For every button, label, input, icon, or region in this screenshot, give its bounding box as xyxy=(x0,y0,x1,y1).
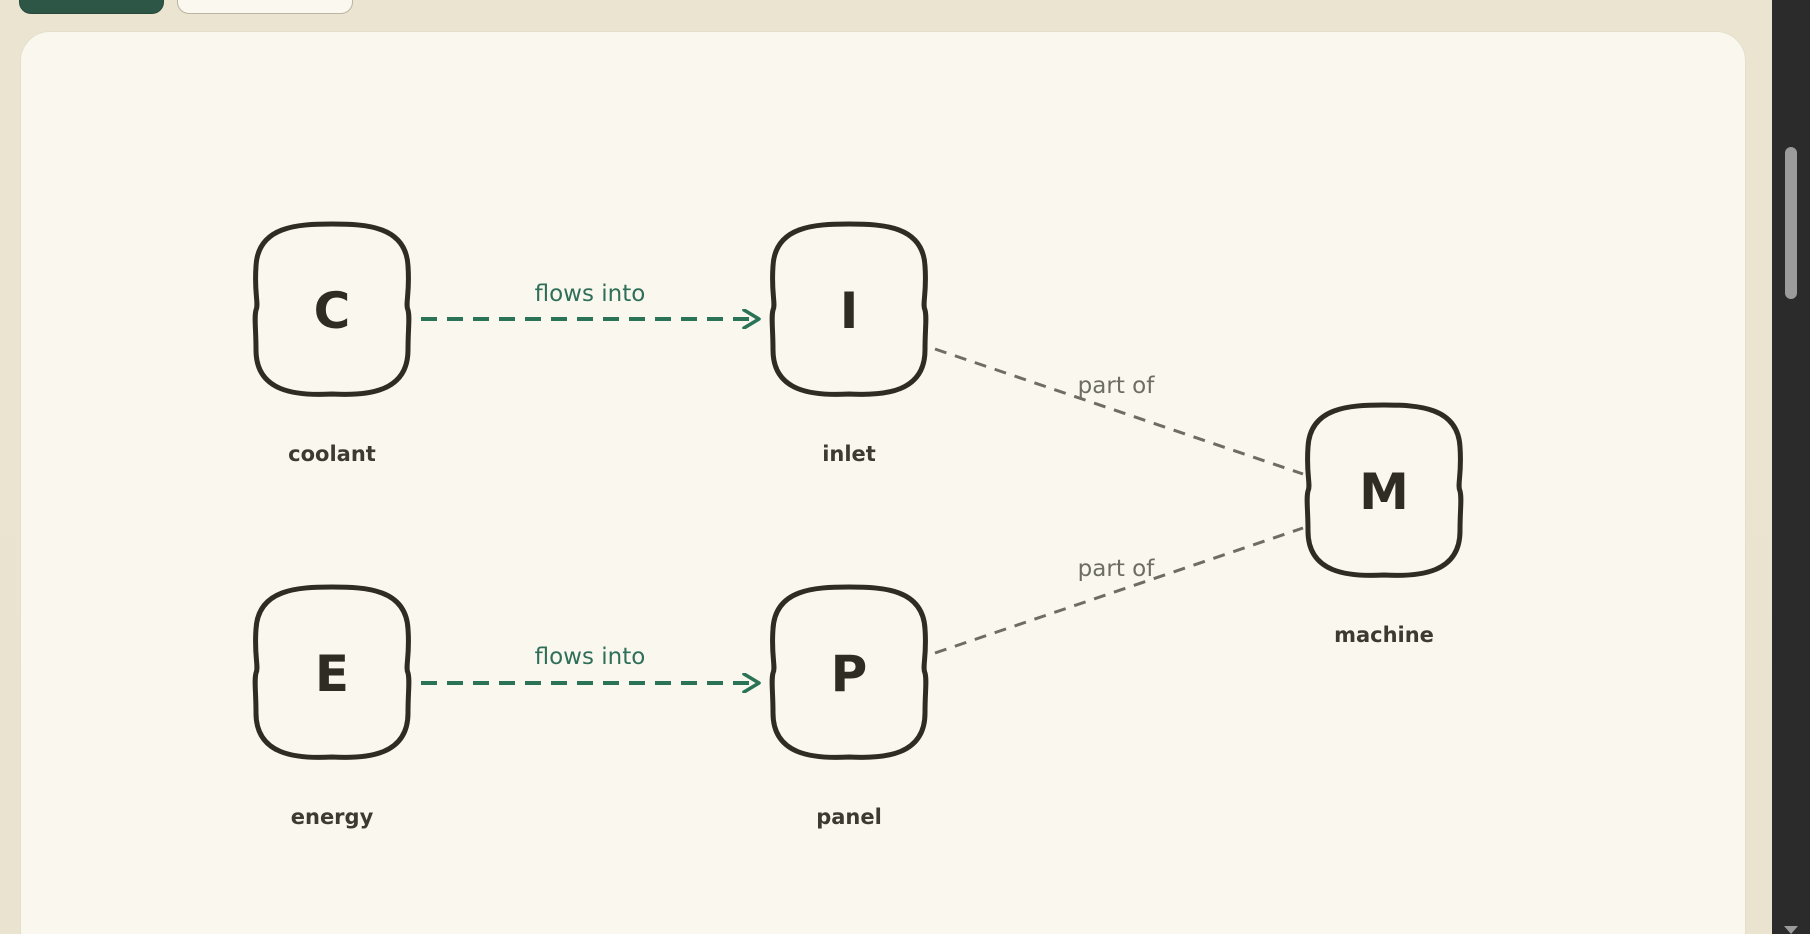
node-caption-energy: energy xyxy=(291,805,374,829)
node-shape-coolant xyxy=(252,221,412,397)
node-caption-inlet: inlet xyxy=(822,442,876,466)
edge-line-inlet-machine xyxy=(934,347,1304,476)
node-caption-coolant: coolant xyxy=(288,442,376,466)
node-shape-machine xyxy=(1304,402,1464,578)
node-machine[interactable]: M machine xyxy=(1304,402,1464,647)
node-coolant[interactable]: C coolant xyxy=(252,221,412,466)
node-shape-energy xyxy=(252,584,412,760)
node-caption-machine: machine xyxy=(1334,623,1434,647)
node-panel[interactable]: P panel xyxy=(769,584,929,829)
diagram-svg: flows into flows into part of part of C xyxy=(252,221,1464,829)
edge-coolant-inlet[interactable]: flows into xyxy=(421,281,758,319)
edge-inlet-machine[interactable]: part of xyxy=(934,347,1304,476)
edge-label-energy-panel: flows into xyxy=(535,644,646,670)
edge-label-coolant-inlet: flows into xyxy=(535,281,646,307)
node-letter-machine: M xyxy=(1359,463,1409,521)
edge-label-panel-machine: part of xyxy=(1078,556,1156,582)
edge-line-panel-machine xyxy=(934,526,1304,655)
node-inlet[interactable]: I inlet xyxy=(769,221,929,466)
edge-label-inlet-machine: part of xyxy=(1078,373,1156,399)
node-letter-energy: E xyxy=(315,645,349,703)
node-letter-coolant: C xyxy=(314,282,351,340)
scrollbar-thumb[interactable] xyxy=(1785,147,1797,299)
node-letter-panel: P xyxy=(831,645,868,703)
node-shape-panel xyxy=(769,584,929,760)
secondary-button[interactable] xyxy=(177,0,353,14)
edge-panel-machine[interactable]: part of xyxy=(934,526,1304,655)
primary-button[interactable] xyxy=(19,0,164,14)
node-shape-inlet xyxy=(769,221,929,397)
diagram-canvas: flows into flows into part of part of C xyxy=(20,31,1746,934)
node-caption-panel: panel xyxy=(816,805,882,829)
node-energy[interactable]: E energy xyxy=(252,584,412,829)
scroll-down-arrow-icon[interactable] xyxy=(1784,926,1798,934)
vertical-scrollbar[interactable] xyxy=(1772,0,1810,934)
node-letter-inlet: I xyxy=(840,282,859,340)
edge-energy-panel[interactable]: flows into xyxy=(421,644,758,683)
